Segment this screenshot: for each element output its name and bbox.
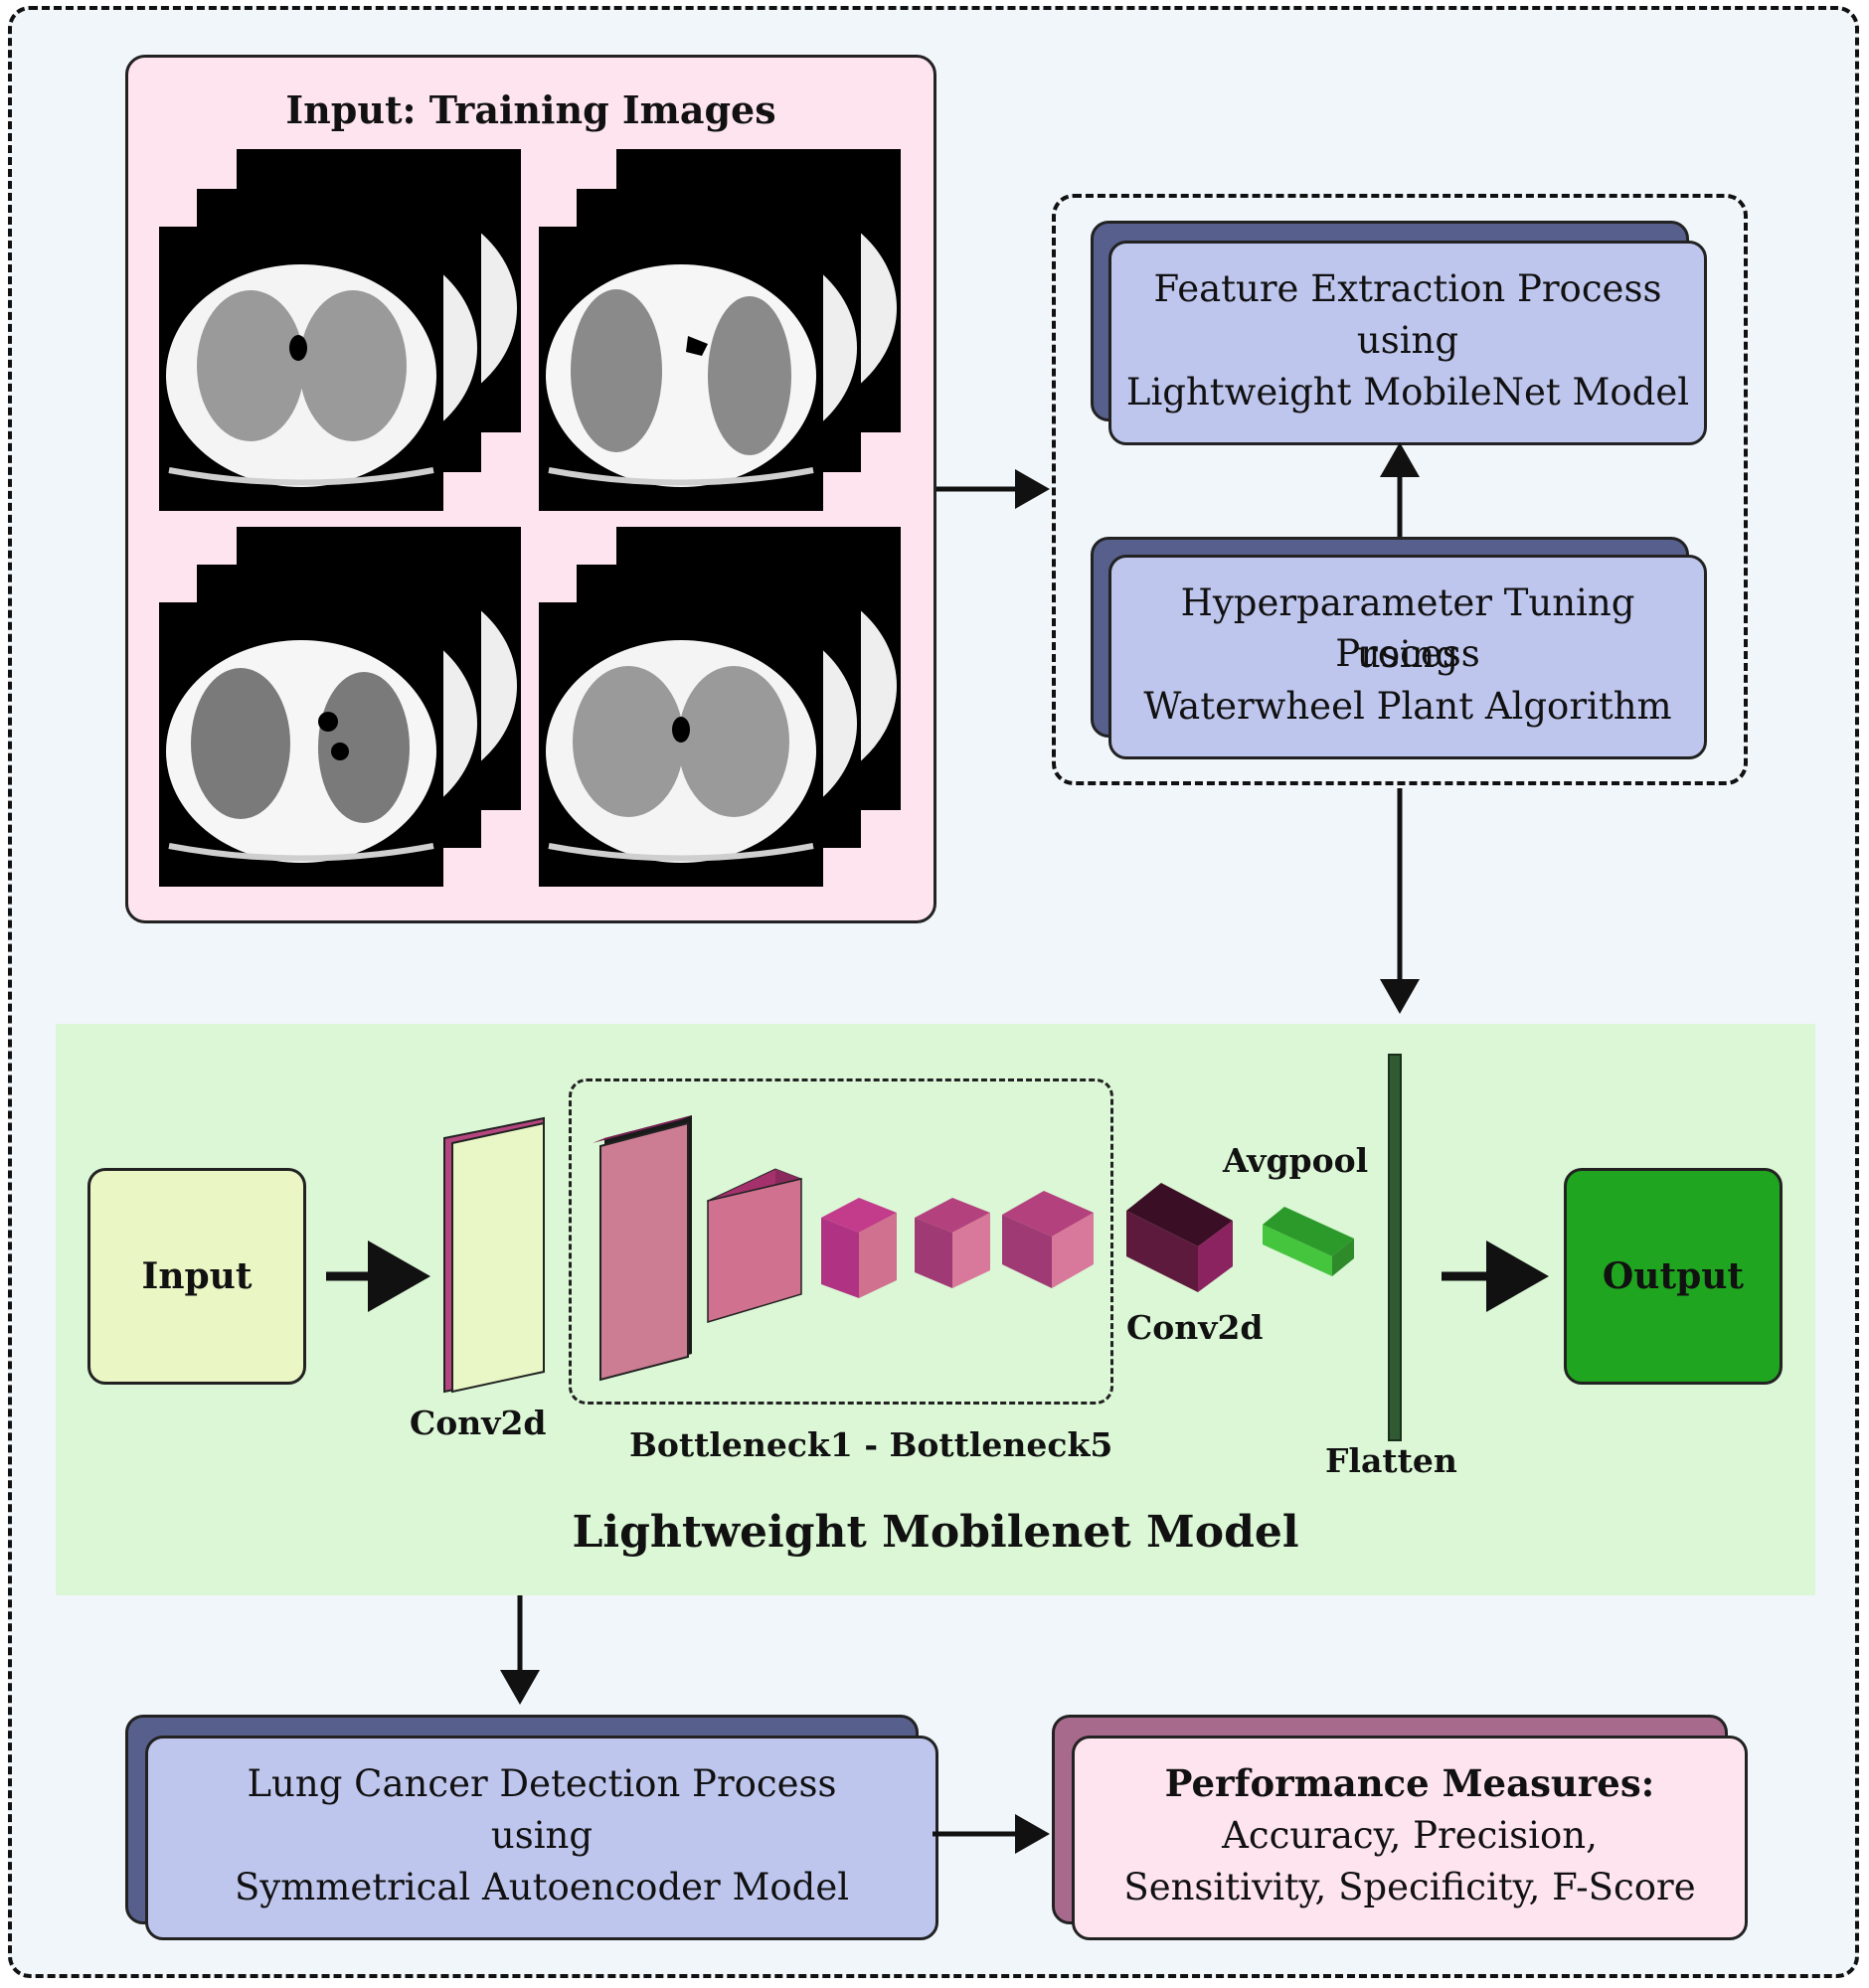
bottleneck-3-layer <box>821 1198 897 1298</box>
detection-line1: Lung Cancer Detection Process <box>247 1762 837 1805</box>
bottleneck-5-layer <box>1002 1191 1094 1288</box>
feature-extraction-line1: Feature Extraction Process <box>1153 267 1662 310</box>
bottleneck-1-layer <box>593 1115 692 1382</box>
avgpool-layer <box>1263 1207 1354 1276</box>
conv2d-second-layer <box>1126 1183 1233 1292</box>
detection-line2: using <box>490 1814 594 1857</box>
training-images-title: Input: Training Images <box>285 87 776 132</box>
flatten-label: Flatten <box>1325 1441 1457 1480</box>
feature-extraction-card: Feature Extraction Process using Lightwe… <box>1108 241 1707 445</box>
feature-extraction-line2: using <box>1356 319 1459 362</box>
detection-card: Lung Cancer Detection Process using Symm… <box>145 1736 938 1940</box>
hyperparameter-line2: using <box>1356 633 1459 676</box>
model-input-box: Input <box>87 1168 306 1385</box>
performance-card: Performance Measures: Accuracy, Precisio… <box>1072 1736 1748 1940</box>
detection-line3: Symmetrical Autoencoder Model <box>234 1866 850 1908</box>
hyperparameter-line3: Waterwheel Plant Algorithm <box>1143 685 1672 728</box>
model-output-label: Output <box>1602 1255 1745 1297</box>
optimization-group <box>1052 194 1748 785</box>
mobilenet-panel: Lightweight Mobilenet Model <box>56 1024 1815 1595</box>
avgpool-label: Avgpool <box>1223 1141 1369 1180</box>
model-input-label: Input <box>141 1255 253 1297</box>
conv2d-second-label: Conv2d <box>1126 1308 1264 1347</box>
performance-line3: Sensitivity, Specificity, F-Score <box>1123 1866 1696 1908</box>
bottleneck-group <box>569 1078 1113 1405</box>
hyperparameter-card: Hyperparameter Tuning Process using Wate… <box>1108 555 1707 759</box>
model-output-box: Output <box>1564 1168 1783 1385</box>
bottleneck-label: Bottleneck1 - Bottleneck5 <box>629 1425 1113 1464</box>
performance-line2: Accuracy, Precision, <box>1222 1814 1598 1857</box>
bottleneck-2-layer <box>706 1168 803 1324</box>
ct-scan-image <box>539 227 823 511</box>
mobilenet-title: Lightweight Mobilenet Model <box>572 1507 1299 1558</box>
conv2d-first-label: Conv2d <box>410 1404 547 1442</box>
ct-scan-image <box>159 227 443 511</box>
ct-scan-image <box>159 602 443 887</box>
flatten-layer <box>1388 1054 1402 1441</box>
bottleneck-4-layer <box>915 1198 990 1288</box>
ct-scan-image <box>539 602 823 887</box>
hyperparameter-line1: Hyperparameter Tuning Process <box>1180 581 1635 675</box>
conv2d-first-layer <box>443 1116 545 1394</box>
performance-title: Performance Measures: <box>1164 1761 1655 1805</box>
feature-extraction-line3: Lightweight MobileNet Model <box>1125 371 1690 414</box>
